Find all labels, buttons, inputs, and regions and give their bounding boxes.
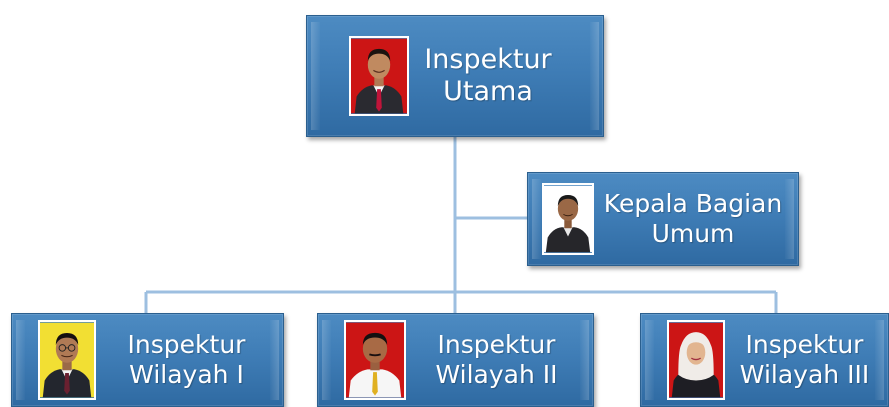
unit-2-title-line1: Inspektur [437,330,556,359]
staff-title-line1: Kepala Bagian [603,189,783,218]
man-white-shirt-portrait-icon [346,322,404,398]
portrait-photo-staff [542,183,594,255]
portrait-photo-unit-1 [38,320,96,400]
unit-1-title-line1: Inspektur [127,330,246,359]
head-title-line1: Inspektur [424,43,552,75]
portrait-photo-unit-2 [344,320,406,400]
unit-3-title-line1: Inspektur [745,330,864,359]
man-red-tie-portrait-icon [351,38,407,114]
head-title-line2: Utama [443,76,533,107]
man-glasses-portrait-icon [40,322,94,398]
node-kepala-bagian-umum: Kepala Bagian Umum [527,172,799,266]
woman-hijab-portrait-icon [669,322,723,398]
node-inspektur-wilayah-1: Inspektur Wilayah I [11,313,284,407]
unit-3-title-line2: Wilayah III [739,360,870,389]
portrait-photo-head [349,36,409,116]
portrait-photo-unit-3 [667,320,725,400]
unit-2-title-line2: Wilayah II [435,360,558,389]
unit-1-title-line2: Wilayah I [129,360,244,389]
man-dark-suit-portrait-icon [544,185,592,253]
node-inspektur-wilayah-3: Inspektur Wilayah III [640,313,889,407]
node-inspektur-wilayah-2: Inspektur Wilayah II [317,313,594,407]
staff-title-line2: Umum [651,219,735,248]
node-inspektur-utama: Inspektur Utama [306,15,604,137]
